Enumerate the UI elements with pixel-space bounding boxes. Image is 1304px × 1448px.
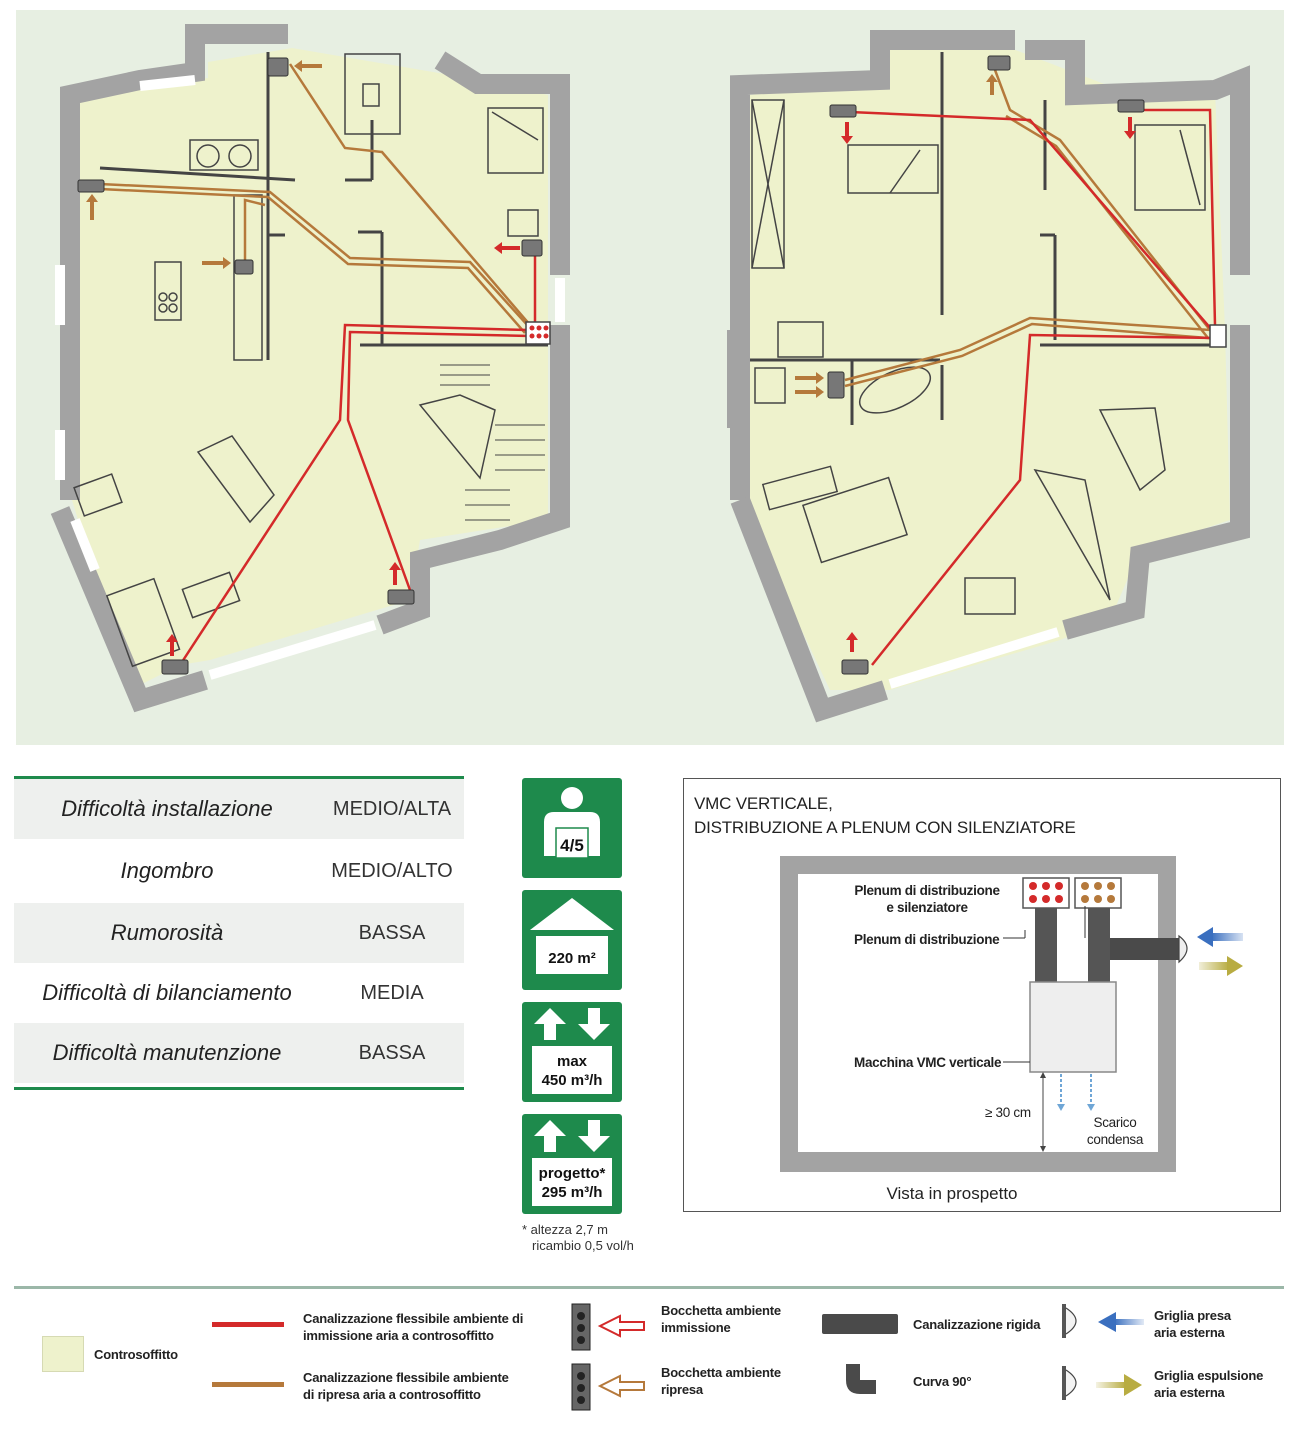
rigid-duct-icon [822, 1314, 898, 1334]
legend-divider [14, 1286, 1284, 1289]
legend-vent-icons [571, 1303, 645, 1411]
label-plenum-silenziatore: Plenum di distribuzione e silenziatore [854, 882, 1000, 916]
legend-bocchetta-ripresa: Bocchetta ambiente ripresa [661, 1364, 781, 1398]
label-plenum: Plenum di distribuzione [854, 932, 1000, 947]
rating-row: Rumorosità BASSA [14, 903, 464, 963]
legend-line: Griglia presa [1154, 1308, 1231, 1323]
rating-value: MEDIA [360, 982, 424, 1004]
vmc-elevation-drawing [780, 856, 1243, 1172]
rating-row: Ingombro MEDIO/ALTO [14, 841, 464, 901]
legend-presa: Griglia presa aria esterna [1154, 1307, 1231, 1341]
supply-vent-icon [571, 1303, 645, 1351]
footnote: * altezza 2,7 m ricambio 0,5 vol/h [522, 1222, 634, 1254]
rating-value: MEDIO/ALTA [332, 798, 452, 820]
legend-line: Griglia espulsione [1154, 1368, 1264, 1383]
house-icon [530, 898, 614, 974]
extract-vent-icon [571, 1363, 645, 1411]
area-value: 220 m² [548, 950, 596, 967]
legend-espulsione: Griglia espulsione aria esterna [1154, 1367, 1263, 1401]
rating-value: BASSA [358, 1042, 426, 1064]
legend-rigida: Canalizzazione rigida [913, 1317, 1041, 1332]
plan-first-floor [727, 30, 1250, 723]
vmc-caption: Vista in prospetto [886, 1184, 1018, 1203]
rating-row: Difficoltà manutenzione BASSA [14, 1023, 464, 1083]
legend-grille-icons [1062, 1304, 1144, 1400]
extract-duct-swatch [212, 1382, 284, 1387]
exhaust-grille-icon [1062, 1366, 1142, 1400]
rating-value: MEDIO/ALTO [331, 860, 453, 882]
label-height: ≥ 30 cm [985, 1105, 1031, 1120]
rating-label: Difficoltà installazione [61, 796, 273, 821]
rating-label: Difficoltà di bilanciamento [42, 980, 292, 1005]
airflow-arrows-icon [532, 1120, 612, 1206]
rating-value: BASSA [358, 922, 426, 944]
legend-line: aria esterna [1154, 1385, 1225, 1400]
legend-rigid-icons [822, 1314, 898, 1394]
legend-immissione: Canalizzazione flessibile ambiente di im… [303, 1310, 523, 1344]
max-flow-value: 450 m³/h [541, 1072, 603, 1089]
project-flow-label: progetto* [538, 1165, 606, 1182]
label-macchina: Macchina VMC verticale [854, 1055, 1002, 1070]
plan-ground-floor [50, 24, 570, 713]
rating-label: Difficoltà manutenzione [52, 1040, 282, 1065]
label-line: Scarico [1093, 1115, 1137, 1130]
area-badge: 220 m² [522, 890, 622, 990]
floor-plans-drawing [50, 24, 1250, 723]
vmc-title-line: DISTRIBUZIONE A PLENUM CON SILENZIATORE [694, 818, 1076, 837]
footnote-line: * altezza 2,7 m [522, 1222, 608, 1237]
legend-line: di ripresa aria a controsoffitto [303, 1387, 481, 1402]
intake-grille-icon [1062, 1304, 1144, 1338]
legend-bocchetta-immissione: Bocchetta ambiente immissione [661, 1302, 781, 1336]
supply-duct-swatch [212, 1322, 284, 1327]
legend-line: immissione aria a controsoffitto [303, 1328, 494, 1343]
ceiling-swatch [42, 1336, 84, 1372]
legend-controsoffitto: Controsoffitto [94, 1347, 178, 1362]
rating-label: Ingombro [120, 858, 214, 883]
legend-line: aria esterna [1154, 1325, 1225, 1340]
legend-line: ripresa [661, 1382, 703, 1397]
ratings-table: Difficoltà installazione MEDIO/ALTA Ingo… [14, 776, 464, 1090]
legend-curva: Curva 90° [913, 1374, 972, 1389]
legend-line: Canalizzazione flessibile ambiente [303, 1370, 509, 1385]
vmc-title-line: VMC VERTICALE, [694, 794, 833, 813]
exhaust-arrow-icon [1199, 956, 1243, 976]
elbow-icon [846, 1364, 876, 1394]
intake-arrow-icon [1197, 927, 1243, 947]
legend-ripresa: Canalizzazione flessibile ambiente di ri… [303, 1369, 509, 1403]
label-scarico: Scarico condensa [1086, 1114, 1144, 1148]
person-icon [544, 787, 600, 859]
vmc-title: VMC VERTICALE, DISTRIBUZIONE A PLENUM CO… [694, 792, 1076, 840]
occupants-badge: 4/5 [522, 778, 622, 878]
project-flow-value: 295 m³/h [541, 1184, 603, 1201]
airflow-arrows-icon [532, 1008, 612, 1094]
project-flow-badge: progetto* 295 m³/h [522, 1114, 622, 1214]
rating-row: Difficoltà installazione MEDIO/ALTA [14, 779, 464, 839]
vmc-elevation-panel [683, 778, 1281, 1212]
max-flow-label: max [556, 1053, 588, 1070]
legend-line: immissione [661, 1320, 731, 1335]
legend-line: Bocchetta ambiente [661, 1365, 781, 1380]
label-line: e silenziatore [886, 900, 968, 915]
label-line: Plenum di distribuzione [854, 883, 1000, 898]
occupants-value: 4/5 [560, 836, 584, 855]
label-line: condensa [1086, 1132, 1144, 1147]
legend-line: Bocchetta ambiente [661, 1303, 781, 1318]
footnote-line: ricambio 0,5 vol/h [532, 1238, 634, 1253]
legend-line: Canalizzazione flessibile ambiente di [303, 1311, 524, 1326]
rating-label: Rumorosità [110, 920, 224, 945]
max-flow-badge: max 450 m³/h [522, 1002, 622, 1102]
rating-row: Difficoltà di bilanciamento MEDIA [14, 963, 464, 1023]
